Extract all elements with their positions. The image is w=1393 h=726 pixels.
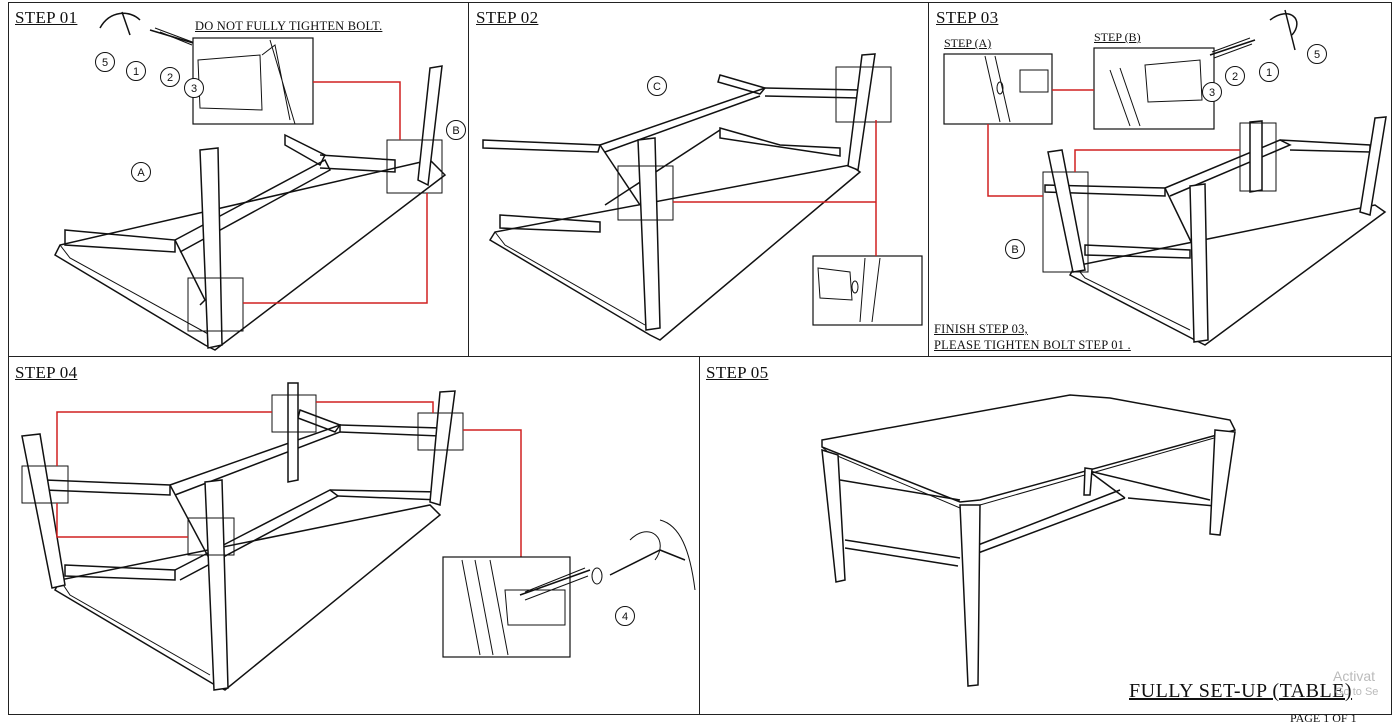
step-02-table-drawing xyxy=(482,53,923,341)
step-04-panel xyxy=(8,356,700,715)
callout-1-step01: 1 xyxy=(126,61,146,81)
step-03-finish-note-line1: FINISH STEP 03, xyxy=(934,322,1028,336)
step-03-title: STEP 03 xyxy=(936,8,999,27)
callout-5-step03: 5 xyxy=(1307,44,1327,64)
step-03-table-drawing xyxy=(943,9,1387,346)
step-03-sub-a-label: STEP (A) xyxy=(944,36,992,50)
callout-5-step01: 5 xyxy=(95,52,115,72)
step-01-warning-note: DO NOT FULLY TIGHTEN BOLT. xyxy=(195,19,383,33)
step-03-sub-b-label: STEP (B) xyxy=(1094,30,1141,44)
activation-watermark-line2: Go to Se xyxy=(1335,686,1379,698)
callout-b-step03: B xyxy=(1005,239,1025,259)
callout-1-step03: 1 xyxy=(1259,62,1279,82)
callout-4-step04: 4 xyxy=(615,606,635,626)
step-02-title: STEP 02 xyxy=(476,8,539,27)
callout-2-step03: 2 xyxy=(1225,66,1245,86)
step-04-table-drawing xyxy=(21,382,696,691)
fully-set-up-caption: FULLY SET-UP (TABLE) xyxy=(1129,680,1353,702)
callout-a-step01: A xyxy=(131,162,151,182)
step-05-table-drawing xyxy=(821,394,1237,687)
activation-watermark-line1: Activat xyxy=(1333,668,1376,684)
step-05-title: STEP 05 xyxy=(706,363,769,382)
callout-3-step01: 3 xyxy=(184,78,204,98)
step-04-title: STEP 04 xyxy=(15,363,78,382)
step-01-title: STEP 01 xyxy=(15,8,78,27)
callout-3-step03: 3 xyxy=(1202,82,1222,102)
step-01-table-drawing xyxy=(54,11,447,351)
callout-c-step02: C xyxy=(647,76,667,96)
step-03-finish-note-line2: PLEASE TIGHTEN BOLT STEP 01 . xyxy=(934,338,1131,352)
callout-2-step01: 2 xyxy=(160,67,180,87)
callout-b-step01: B xyxy=(446,120,466,140)
